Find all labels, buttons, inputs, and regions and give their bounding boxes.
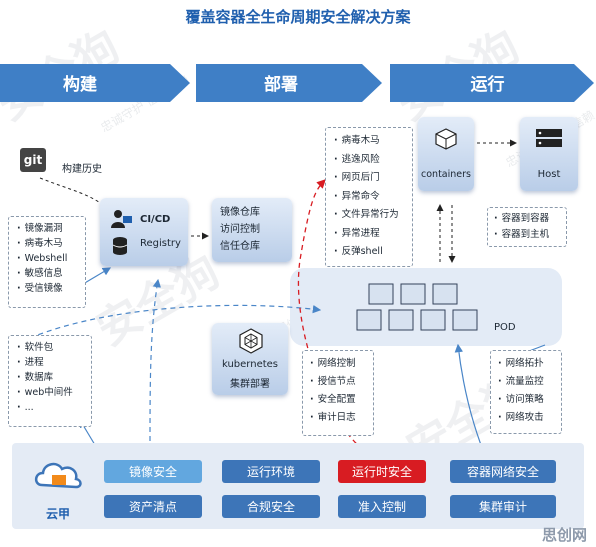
escape-check-box: 容器到容器 容器到主机 [487, 207, 567, 247]
cloud-logo-icon [34, 462, 82, 489]
k8s-controls-box: 网络控制 授信节点 安全配置 审计日志 [302, 350, 374, 436]
chip-cluster-audit[interactable]: 集群审计 [450, 495, 556, 518]
kubernetes-icon [239, 328, 263, 354]
registry-control-item: 镜像仓库 [220, 207, 260, 218]
containers-label: containers [421, 169, 471, 180]
list-item: 软件包 [17, 340, 83, 355]
runtime-threat-list: 病毒木马 逃逸风险 网页后门 异常命令 文件异常行为 异常进程 反弹shell [334, 132, 404, 262]
kubernetes-node: kubernetes 集群部署 [212, 323, 288, 395]
pod-cube-icon [388, 309, 414, 331]
list-item: 数据库 [17, 370, 83, 385]
list-item: 容器到主机 [494, 227, 560, 243]
list-item: 病毒木马 [334, 132, 404, 151]
list-item: 审计日志 [310, 409, 366, 427]
list-item: 访问策略 [498, 391, 554, 409]
registry-controls-node: 镜像仓库 访问控制 信任仓库 [212, 198, 292, 262]
page-title: 覆盖容器全生命周期安全解决方案 [185, 8, 411, 26]
pod-cube-icon [452, 309, 478, 331]
stage-arrow-build [0, 64, 190, 102]
stage-arrow-deploy [196, 64, 382, 102]
list-item: 反弹shell [334, 243, 404, 262]
chip-asset-inventory[interactable]: 资产清点 [104, 495, 202, 518]
list-item: 网络控制 [310, 355, 366, 373]
pod-cube-icon [420, 309, 446, 331]
stage-arrow-run [390, 64, 594, 102]
pod-cube-icon [368, 283, 394, 305]
stage-arrows [0, 64, 594, 102]
list-item: 授信节点 [310, 373, 366, 391]
list-item: 镜像漏洞 [17, 221, 77, 236]
list-item: 安全配置 [310, 391, 366, 409]
host-label: Host [537, 169, 561, 180]
runtime-threat-box: 病毒木马 逃逸风险 网页后门 异常命令 文件异常行为 异常进程 反弹shell [325, 127, 413, 267]
list-item: ... [17, 400, 83, 415]
stage-label-run: 运行 [470, 74, 505, 95]
list-item: 流量监控 [498, 373, 554, 391]
k8s-controls-list: 网络控制 授信节点 安全配置 审计日志 [310, 355, 366, 427]
chip-image-security[interactable]: 镜像安全 [104, 460, 202, 483]
list-item: 敏感信息 [17, 266, 77, 281]
list-item: 异常进程 [334, 225, 404, 244]
kubernetes-label: kubernetes [221, 359, 279, 370]
network-box: 网络拓扑 流量监控 访问策略 网络攻击 [490, 350, 562, 434]
container-cube-icon [435, 128, 457, 150]
chip-admission-control[interactable]: 准入控制 [338, 495, 426, 518]
list-item: 受信镜像 [17, 281, 77, 296]
chip-container-network[interactable]: 容器网络安全 [450, 460, 556, 483]
cicd-registry-node: CI/CD Registry [100, 198, 188, 266]
escape-check-list: 容器到容器 容器到主机 [494, 211, 560, 243]
registry-control-item: 信任仓库 [220, 241, 260, 252]
cicd-label: CI/CD [140, 214, 171, 225]
database-icon [112, 237, 128, 255]
list-item: web中间件 [17, 385, 83, 400]
registry-label: Registry [140, 238, 181, 249]
server-icon [536, 129, 562, 147]
asset-box: 软件包 进程 数据库 web中间件 ... [8, 335, 92, 427]
brand-label: 云甲 [45, 507, 70, 521]
pod-cube-icon [432, 283, 458, 305]
list-item: 病毒木马 [17, 236, 77, 251]
image-risk-list: 镜像漏洞 病毒木马 Webshell 敏感信息 受信镜像 [17, 221, 77, 296]
network-list: 网络拓扑 流量监控 访问策略 网络攻击 [498, 355, 554, 427]
pod-label: POD [494, 322, 516, 333]
pod-cube-icon [400, 283, 426, 305]
list-item: 网络攻击 [498, 409, 554, 427]
list-item: 网页后门 [334, 169, 404, 188]
list-item: 逃逸风险 [334, 151, 404, 170]
developer-icon [111, 210, 132, 228]
list-item: Webshell [17, 251, 77, 266]
list-item: 文件异常行为 [334, 206, 404, 225]
containers-node: containers [418, 117, 474, 191]
pod-cubes [356, 283, 478, 331]
registry-control-item: 访问控制 [220, 224, 260, 235]
list-item: 异常命令 [334, 188, 404, 207]
chip-runtime-env[interactable]: 运行环境 [222, 460, 320, 483]
list-item: 容器到容器 [494, 211, 560, 227]
cluster-deploy-label: 集群部署 [230, 379, 270, 390]
stage-label-build: 构建 [63, 74, 97, 95]
corner-watermark: 思创网 [542, 526, 588, 544]
list-item: 网络拓扑 [498, 355, 554, 373]
chip-compliance[interactable]: 合规安全 [222, 495, 320, 518]
host-node: Host [520, 117, 578, 191]
git-icon: git [20, 148, 46, 172]
pod-band [290, 268, 562, 346]
stage-label-deploy: 部署 [264, 74, 298, 95]
build-history-label: 构建历史 [62, 164, 102, 175]
list-item: 进程 [17, 355, 83, 370]
pod-cube-icon [356, 309, 382, 331]
asset-list: 软件包 进程 数据库 web中间件 ... [17, 340, 83, 415]
image-risk-box: 镜像漏洞 病毒木马 Webshell 敏感信息 受信镜像 [8, 216, 86, 308]
chip-runtime-security[interactable]: 运行时安全 [338, 460, 426, 483]
